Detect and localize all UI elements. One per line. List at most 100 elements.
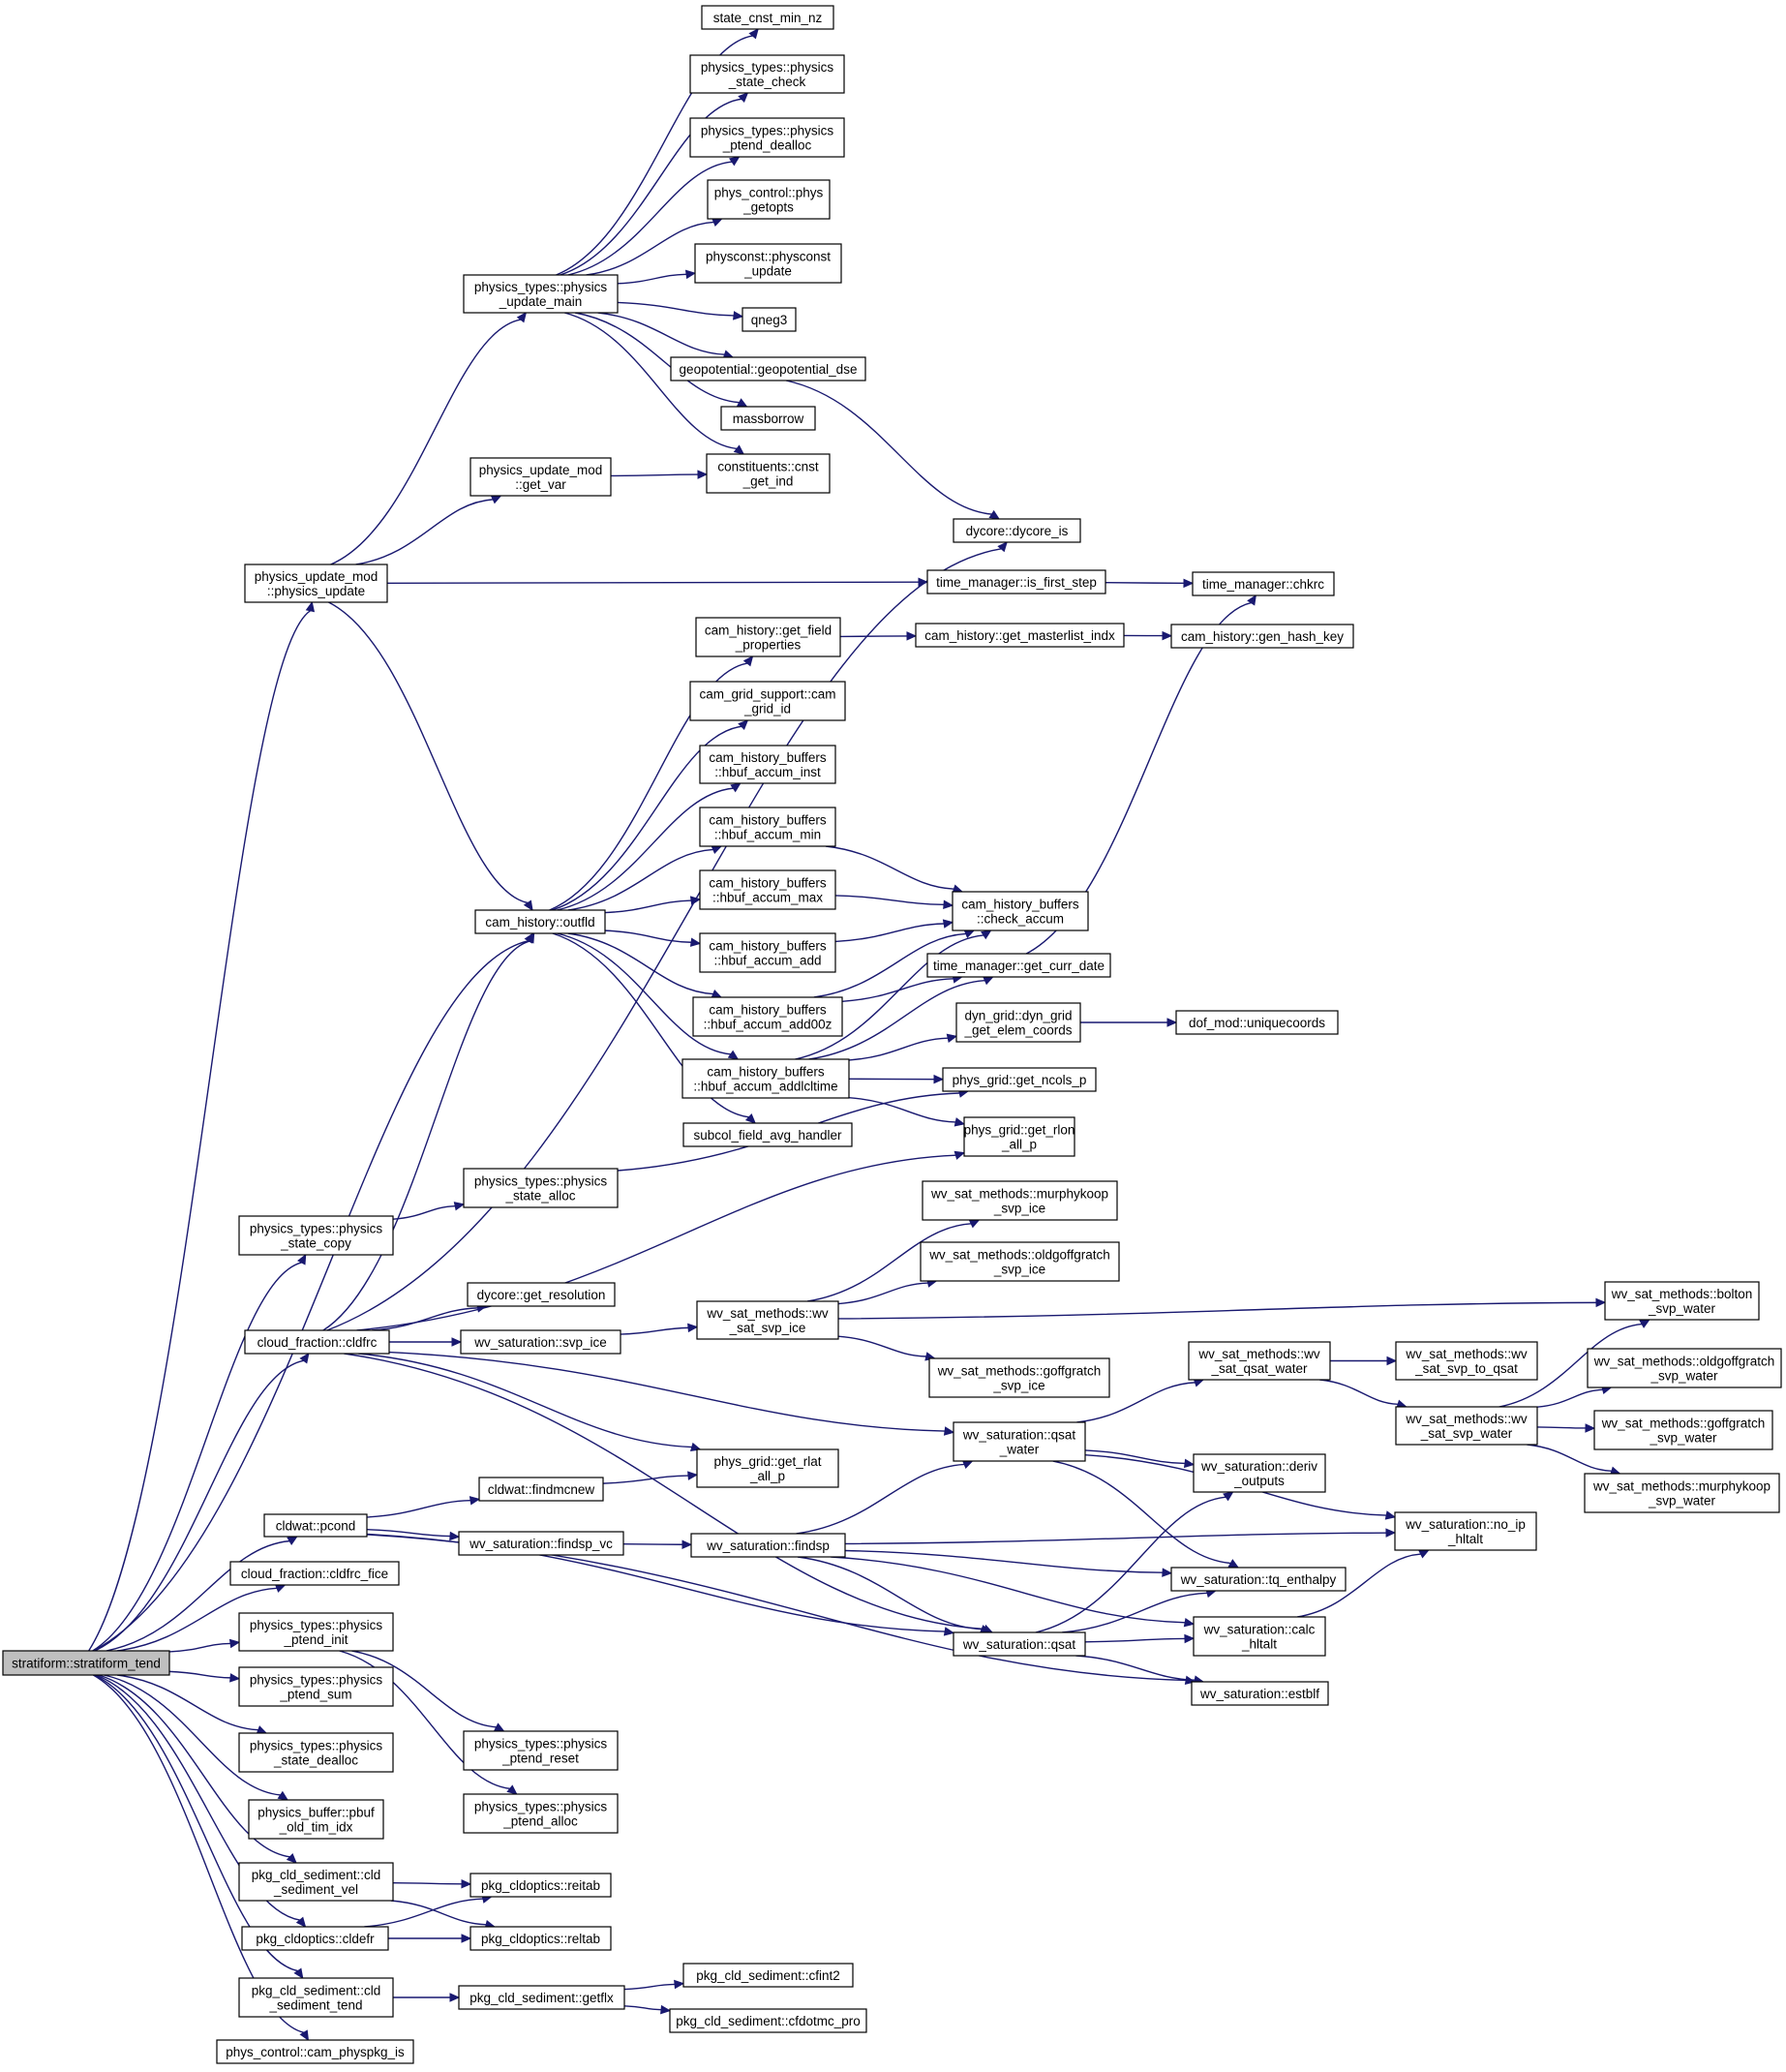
node-goffgratch-ice[interactable]: wv_sat_methods::goffgratch_svp_ice <box>928 1357 1110 1398</box>
node-ptend-dealloc[interactable]: physics_types::physics_ptend_dealloc <box>689 117 845 158</box>
node-getflx[interactable]: pkg_cld_sediment::getflx <box>458 1985 625 2010</box>
node-update-main[interactable]: physics_types::physics_update_main <box>463 274 619 314</box>
node-cnst-get-ind[interactable]: constituents::cnst_get_ind <box>706 453 831 494</box>
node-outfld[interactable]: cam_history::outfld <box>474 909 606 934</box>
node-get-resolution[interactable]: dycore::get_resolution <box>467 1282 616 1307</box>
node-cldfrc[interactable]: cloud_fraction::cldfrc <box>244 1329 390 1355</box>
node-murphykoop-water[interactable]: wv_sat_methods::murphykoop_svp_water <box>1584 1473 1780 1513</box>
node-get-curr-date[interactable]: time_manager::get_curr_date <box>926 953 1111 978</box>
node-qneg3[interactable]: qneg3 <box>742 307 797 332</box>
node-sed-tend[interactable]: pkg_cld_sediment::cld_sediment_tend <box>238 1977 394 2018</box>
node-oldgoffgratch-water[interactable]: wv_sat_methods::oldgoffgratch_svp_water <box>1587 1348 1782 1388</box>
node-label: _svp_water <box>1648 1494 1716 1508</box>
node-state-alloc[interactable]: physics_types::physics_state_alloc <box>463 1168 619 1208</box>
node-get-var[interactable]: physics_update_mod::get_var <box>469 457 612 497</box>
node-label: pkg_cld_sediment::cfdotmc_pro <box>676 2014 861 2028</box>
node-get-field-props[interactable]: cam_history::get_field_properties <box>695 617 841 657</box>
arrowhead-outfld-to-cam_grid_id <box>738 719 749 731</box>
node-state-dealloc[interactable]: physics_types::physics_state_dealloc <box>238 1732 394 1773</box>
node-subcol-avg[interactable]: subcol_field_avg_handler <box>682 1122 853 1147</box>
node-label: _svp_water <box>1650 1369 1718 1384</box>
node-sed-vel[interactable]: pkg_cld_sediment::cld_sediment_vel <box>238 1862 394 1902</box>
node-svp-ice[interactable]: wv_saturation::svp_ice <box>460 1329 621 1355</box>
node-wv-sat-svp-water[interactable]: wv_sat_methods::wv_sat_svp_water <box>1395 1406 1538 1446</box>
node-get-rlon[interactable]: phys_grid::get_rlon_all_p <box>963 1116 1075 1157</box>
node-no-ip-hltalt[interactable]: wv_saturation::no_ip_hltalt <box>1394 1511 1537 1551</box>
node-state-check[interactable]: physics_types::physics_state_check <box>689 54 845 94</box>
node-hbuf-min[interactable]: cam_history_buffers::hbuf_accum_min <box>699 807 836 847</box>
arrowhead-findsp-to-calc_hltalt <box>1183 1617 1196 1628</box>
node-reitab[interactable]: pkg_cldoptics::reitab <box>469 1873 612 1898</box>
edge-get_field_props-to-get_masterlist <box>839 635 908 638</box>
node-hbuf-addlcltime[interactable]: cam_history_buffers::hbuf_accum_addlclti… <box>681 1058 850 1099</box>
node-is-first-step[interactable]: time_manager::is_first_step <box>926 569 1106 594</box>
node-label: _all_p <box>1001 1138 1037 1152</box>
node-tq-enthalpy[interactable]: wv_saturation::tq_enthalpy <box>1170 1567 1347 1592</box>
arrowhead-root-to-phys_update <box>305 600 316 613</box>
node-state-cnst-min-nz[interactable]: state_cnst_min_nz <box>701 5 834 30</box>
node-hbuf-add[interactable]: cam_history_buffers::hbuf_accum_add <box>699 932 836 973</box>
node-cam-physpkg-is[interactable]: phys_control::cam_physpkg_is <box>216 2039 414 2064</box>
node-physconst-update[interactable]: physconst::physconst_update <box>694 243 842 284</box>
node-wv-sat-qsat-water[interactable]: wv_sat_methods::wv_sat_qsat_water <box>1188 1341 1331 1381</box>
node-phys-getopts[interactable]: phys_control::phys_getopts <box>707 179 831 220</box>
node-cfdotmc-pro[interactable]: pkg_cld_sediment::cfdotmc_pro <box>669 2008 867 2033</box>
node-svp-to-qsat[interactable]: wv_sat_methods::wv_sat_svp_to_qsat <box>1395 1341 1538 1381</box>
node-get-ncols-p[interactable]: phys_grid::get_ncols_p <box>942 1067 1097 1092</box>
node-cfint2[interactable]: pkg_cld_sediment::cfint2 <box>682 1963 854 1988</box>
node-estblf[interactable]: wv_saturation::estblf <box>1191 1681 1329 1706</box>
arrowhead-getflx-to-cfdotmc_pro <box>660 2004 672 2015</box>
node-box <box>458 1985 625 2010</box>
node-reltab[interactable]: pkg_cldoptics::reltab <box>469 1926 612 1951</box>
node-label: qneg3 <box>751 313 788 327</box>
edge-update_main-to-physconst_update <box>617 273 687 285</box>
node-murphykoop-ice[interactable]: wv_sat_methods::murphykoop_svp_ice <box>922 1180 1118 1221</box>
node-cldefr[interactable]: pkg_cldoptics::cldefr <box>241 1926 389 1951</box>
node-wv-sat-svp-ice[interactable]: wv_sat_methods::wv_sat_svp_ice <box>696 1300 839 1340</box>
node-massborrow[interactable]: massborrow <box>720 406 816 431</box>
node-deriv-outputs[interactable]: wv_saturation::deriv_outputs <box>1193 1453 1326 1493</box>
node-check-accum[interactable]: cam_history_buffers::check_accum <box>952 891 1089 931</box>
node-box <box>915 623 1125 648</box>
node-box <box>248 1799 384 1840</box>
node-pbuf-old[interactable]: physics_buffer::pbuf_old_tim_idx <box>248 1799 384 1840</box>
node-qsat[interactable]: wv_saturation::qsat <box>953 1631 1086 1657</box>
node-get-rlat[interactable]: phys_grid::get_rlat_all_p <box>696 1448 839 1488</box>
node-box <box>467 1282 616 1307</box>
node-geopot-dse[interactable]: geopotential::geopotential_dse <box>670 356 866 381</box>
node-cam-grid-id[interactable]: cam_grid_support::cam_grid_id <box>689 681 846 721</box>
edge-update_main-to-ptend_dealloc <box>567 161 733 276</box>
node-ptend-reset[interactable]: physics_types::physics_ptend_reset <box>463 1730 619 1771</box>
node-hbuf-max[interactable]: cam_history_buffers::hbuf_accum_max <box>699 869 836 910</box>
edge-root-to-pbuf_old <box>104 1674 281 1796</box>
node-hbuf-inst[interactable]: cam_history_buffers::hbuf_accum_inst <box>699 745 836 784</box>
node-qsat-water[interactable]: wv_saturation::qsat_water <box>953 1421 1086 1462</box>
edge-findsp-to-tq_enthalpy <box>844 1549 1164 1573</box>
node-label: phys_control::cam_physpkg_is <box>226 2045 405 2059</box>
node-ptend-sum[interactable]: physics_types::physics_ptend_sum <box>238 1666 394 1707</box>
node-gen-hash-key[interactable]: cam_history::gen_hash_key <box>1170 624 1354 649</box>
node-phys-update[interactable]: physics_update_mod::physics_update <box>244 564 388 603</box>
node-findmcnew[interactable]: cldwat::findmcnew <box>478 1477 604 1502</box>
node-calc-hltalt[interactable]: wv_saturation::calc_hltalt <box>1193 1616 1326 1657</box>
node-goffgratch-water[interactable]: wv_sat_methods::goffgratch_svp_water <box>1593 1410 1773 1450</box>
node-get-masterlist[interactable]: cam_history::get_masterlist_indx <box>915 623 1125 648</box>
node-ptend-init[interactable]: physics_types::physics_ptend_init <box>238 1612 394 1652</box>
node-ptend-alloc[interactable]: physics_types::physics_ptend_alloc <box>463 1793 619 1834</box>
node-findsp-vc[interactable]: wv_saturation::findsp_vc <box>458 1531 624 1556</box>
node-chkrc[interactable]: time_manager::chkrc <box>1192 571 1335 596</box>
node-cldfrc-fice[interactable]: cloud_fraction::cldfrc_fice <box>229 1561 400 1586</box>
node-bolton-water[interactable]: wv_sat_methods::bolton_svp_water <box>1604 1281 1760 1321</box>
node-state-copy[interactable]: physics_types::physics_state_copy <box>238 1215 394 1256</box>
node-get-elem-coords[interactable]: dyn_grid::dyn_grid_get_elem_coords <box>955 1002 1081 1043</box>
node-box <box>953 1631 1086 1657</box>
node-findsp[interactable]: wv_saturation::findsp <box>690 1533 846 1558</box>
node-hbuf-add00z[interactable]: cam_history_buffers::hbuf_accum_add00z <box>692 996 843 1037</box>
node-root[interactable]: stratiform::stratiform_tend <box>2 1650 170 1676</box>
edge-wv_sat_svp_ice-to-murphykoop_ice <box>807 1223 972 1302</box>
node-pcond[interactable]: cldwat::pcond <box>263 1513 368 1538</box>
edge-hbuf_add00z-to-check_accum <box>813 932 966 998</box>
node-oldgoffgratch-ice[interactable]: wv_sat_methods::oldgoffgratch_svp_ice <box>920 1241 1120 1282</box>
node-dycore-is[interactable]: dycore::dycore_is <box>953 518 1081 543</box>
node-uniquecoords[interactable]: dof_mod::uniquecoords <box>1175 1010 1339 1035</box>
